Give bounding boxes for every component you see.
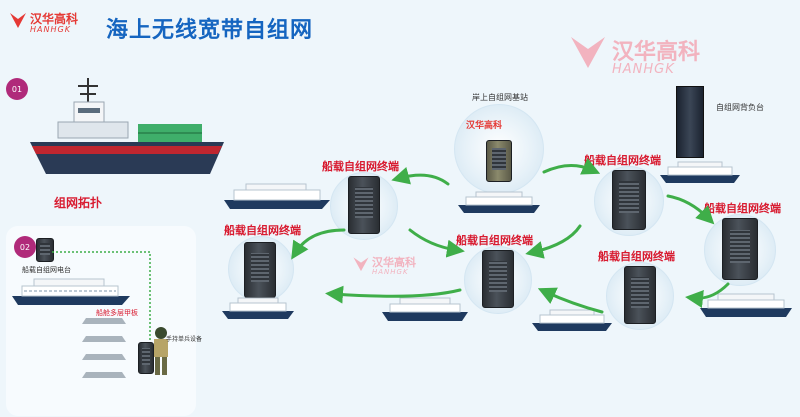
arrow-node1-to-node4 [408, 228, 465, 258]
terminal-device-1 [348, 176, 380, 234]
hanhgk-logo-icon [10, 13, 26, 28]
terminal-label-6: 船载自组网终端 [704, 202, 781, 215]
cruise-ship-4 [382, 297, 468, 321]
watermark-small-icon [353, 257, 369, 272]
handheld-device [138, 342, 154, 374]
terminal-label-1: 船载自组网终端 [322, 160, 399, 173]
base-station-label: 岸上自组网基站 [472, 93, 528, 102]
cruise-ship-3 [222, 297, 294, 319]
terminal-device-5 [624, 266, 656, 324]
watermark-logo-en: HANHGK [612, 62, 675, 77]
deck-stack-illustration [82, 318, 126, 378]
base-ship-illustration [458, 191, 540, 213]
arrow-base-to-node1 [391, 166, 450, 186]
cruise-ship-2 [660, 161, 740, 183]
soldier-icon [154, 327, 168, 375]
section-02-badge: 02 [14, 236, 36, 258]
backhaul-label: 自组网背负台 [716, 103, 764, 112]
topology-label: 组网拓扑 [54, 196, 103, 210]
section-01-badge: 01 [6, 78, 28, 100]
terminal-label-2: 船载自组网终端 [584, 154, 661, 167]
watermark-logo-cn: 汉华高科 [612, 40, 701, 65]
header-logo-cn: 汉华高科 [30, 12, 79, 26]
watermark-small-cn: 汉华高科 [372, 256, 416, 269]
page-title: 海上无线宽带自组网 [106, 18, 314, 43]
cruise-ship-illustration [12, 278, 130, 305]
watermark-logo-icon [571, 37, 605, 68]
terminal-device-6 [722, 218, 758, 280]
terminal-label-4: 船载自组网终端 [456, 234, 533, 247]
base-station-device [486, 140, 512, 182]
terminal-device-3 [244, 242, 276, 298]
cruise-ship-5 [532, 309, 612, 331]
handheld-label: 手持单兵设备 [166, 336, 203, 343]
ship-radio-device [36, 238, 54, 262]
green-link-line [52, 251, 151, 342]
arrow-node1-to-node3 [291, 228, 346, 260]
watermark-small-en: HANHGK [372, 268, 409, 276]
cargo-ship-illustration [30, 78, 224, 174]
arrow-node2-to-node4 [525, 224, 582, 259]
terminal-device-4 [482, 250, 514, 308]
arrow-node2-to-node6 [666, 194, 715, 225]
terminal-label-3: 船载自组网终端 [224, 224, 301, 237]
backhaul-tower [676, 86, 704, 158]
cruise-ship-6 [700, 293, 792, 317]
ship-radio-label: 船载自组网电台 [22, 266, 71, 274]
cruise-ship-1 [224, 183, 330, 209]
base-station-logo-cn: 汉华高科 [466, 121, 503, 131]
terminal-label-5: 船载自组网终端 [598, 250, 675, 263]
header-logo-en: HANHGK [30, 25, 71, 34]
terminal-device-2 [612, 170, 646, 230]
deck-label: 船舱多层甲板 [96, 309, 138, 317]
